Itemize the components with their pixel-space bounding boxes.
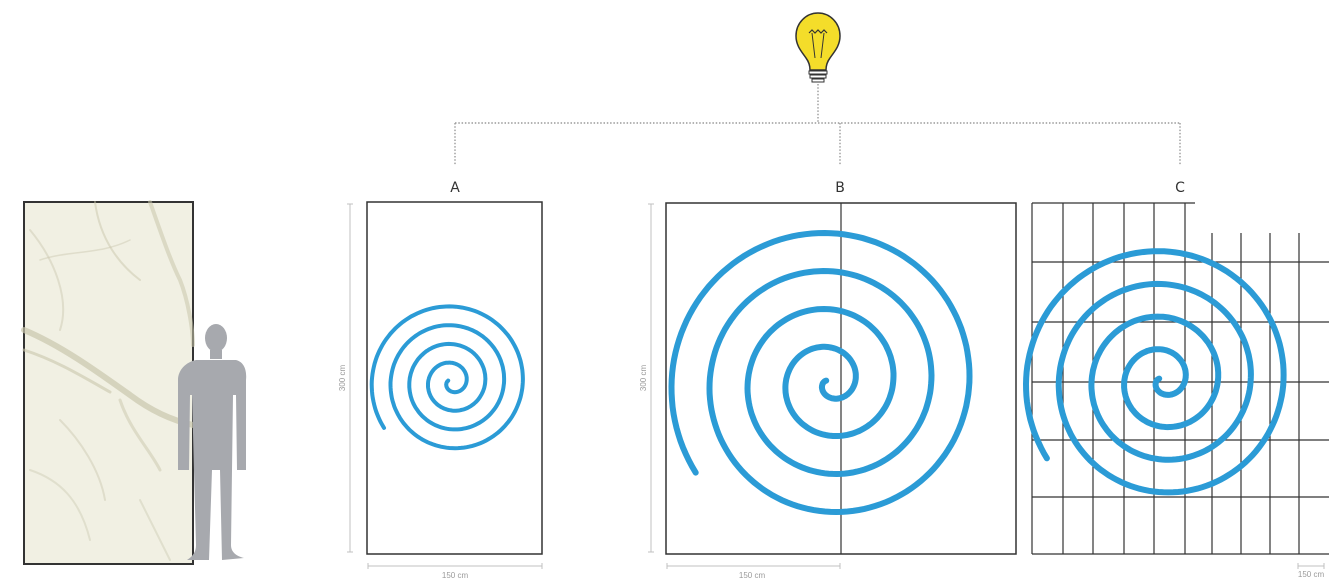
marble-slab [21,200,196,565]
panel-c: 150 cm [1022,202,1329,579]
panel-b-width-label: 150 cm [739,571,766,580]
spiral-b [668,229,973,516]
panel-a-letter: A [450,180,460,196]
panel-b: 300 cm 150 cm [639,202,1017,580]
spiral-c [1022,248,1287,496]
panel-a-width-label: 150 cm [442,571,469,580]
panel-a-height-label: 300 cm [338,365,347,392]
panel-b-height-label: 300 cm [639,365,648,392]
lightbulb-icon [795,12,841,83]
connector-lines [454,84,1181,165]
panel-c-letter: C [1175,180,1185,196]
spiral-a [369,304,525,451]
person-silhouette-icon [178,324,247,560]
tile-grid [1031,202,1329,555]
panel-a: 300 cm 150 cm [338,201,543,580]
panel-c-width-label: 150 cm [1298,570,1325,579]
panel-b-letter: B [835,180,845,196]
